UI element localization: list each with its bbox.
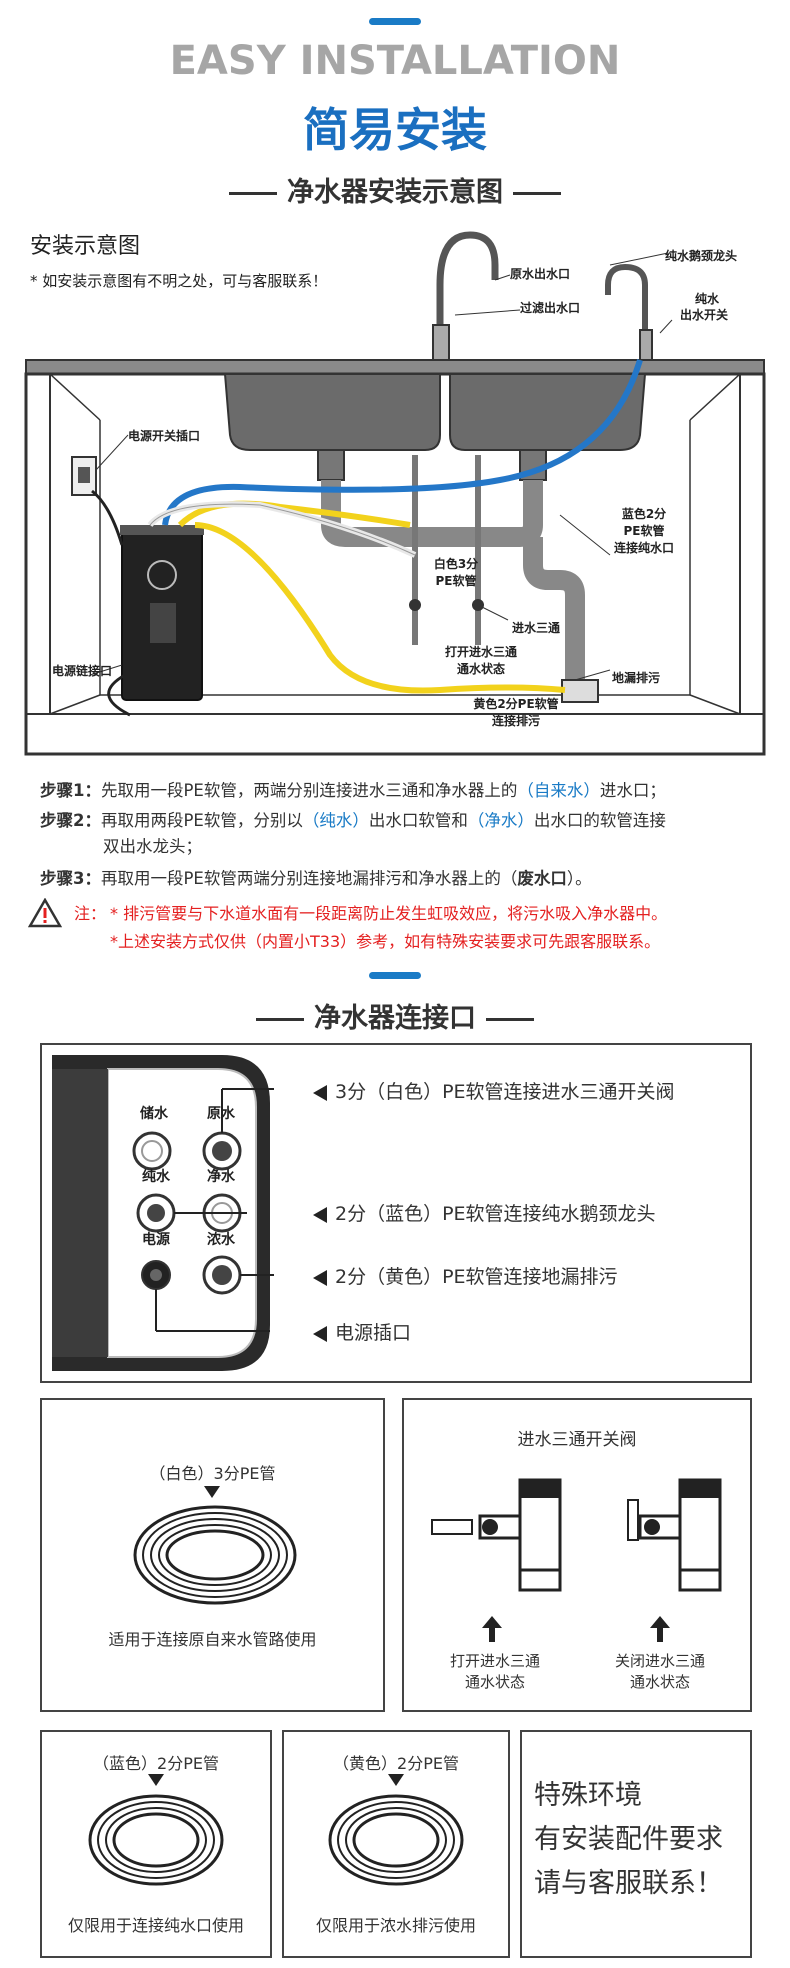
warning-line-1: * 排污管要与下水道水面有一段距离防止发生虹吸效应，将污水吸入净水器中。 (110, 900, 667, 928)
label-pure-switch-1: 纯水 (695, 290, 719, 307)
english-title: EASY INSTALLATION (0, 38, 790, 84)
arrow-up-icon (482, 1616, 502, 1642)
accent-bar-top (369, 18, 421, 25)
port-label-clean: 净水 (207, 1166, 235, 1186)
arrow-down-icon (204, 1486, 220, 1498)
arrow-left-icon (313, 1270, 327, 1286)
port-desc-yellow: 2分（黄色）PE软管连接地漏排污 (313, 1262, 618, 1289)
white-pipe-caption: 适用于连接原自来水管路使用 (40, 1626, 385, 1650)
accent-bar-middle (369, 972, 421, 979)
port-label-pure: 纯水 (142, 1166, 170, 1186)
valve-illustration (430, 1470, 730, 1600)
label-pure-switch-2: 出水开关 (680, 306, 728, 323)
label-open-tee: 打开进水三通通水状态 (436, 643, 526, 677)
label-power-port: 电源链接口 (52, 662, 112, 679)
section-title-ports: 净水器连接口 (0, 996, 790, 1035)
pipe-coil-white-icon (130, 1500, 300, 1610)
yellow-pipe-caption: 仅限用于浓水排污使用 (282, 1912, 510, 1936)
section-title-installation: 净水器安装示意图 (0, 170, 790, 209)
warning-line-2: *上述安装方式仅供（内置小T33）参考，如有特殊安装要求可先跟客服联系。 (110, 928, 660, 956)
special-text: 特殊环境 有安装配件要求 请与客服联系！ (534, 1774, 723, 1906)
label-power-socket: 电源开关插口 (128, 427, 200, 444)
arrow-left-icon (313, 1326, 327, 1342)
label-inlet-tee: 进水三通 (512, 619, 560, 636)
pipe-coil-yellow-icon (326, 1790, 466, 1890)
arrow-down-icon (148, 1774, 164, 1786)
blue-pipe-caption: 仅限用于连接纯水口使用 (40, 1912, 272, 1936)
arrow-up-icon (650, 1616, 670, 1642)
chinese-title: 简易安装 (0, 94, 790, 160)
valve-title: 进水三通开关阀 (402, 1425, 752, 1450)
blue-pipe-title: （蓝色）2分PE管 (40, 1750, 272, 1774)
port-desc-power: 电源插口 (313, 1318, 411, 1345)
warning-icon (28, 898, 62, 928)
label-filtered-outlet: 过滤出水口 (520, 299, 580, 316)
label-yellow-pipe: 黄色2分PE软管连接排污 (466, 695, 566, 729)
installation-diagram (0, 225, 790, 765)
port-desc-blue: 2分（蓝色）PE软管连接纯水鹅颈龙头 (313, 1199, 656, 1226)
white-pipe-title: （白色）3分PE管 (40, 1460, 385, 1484)
arrow-left-icon (313, 1207, 327, 1223)
step-3: 步骤3：再取用一段PE软管两端分别连接地漏排污和净水器上的（废水口）。 (40, 866, 592, 892)
step-2-line2: 双出水龙头； (103, 834, 202, 860)
yellow-pipe-title: （黄色）2分PE管 (282, 1750, 510, 1774)
port-desc-white: 3分（白色）PE软管连接进水三通开关阀 (313, 1077, 675, 1104)
port-label-raw: 原水 (207, 1103, 235, 1123)
label-pure-faucet: 纯水鹅颈龙头 (665, 247, 737, 264)
arrow-left-icon (313, 1085, 327, 1101)
label-floor-drain: 地漏排污 (612, 669, 660, 686)
port-label-power: 电源 (142, 1229, 170, 1249)
arrow-down-icon (388, 1774, 404, 1786)
warning-prefix: 注： (74, 900, 106, 928)
step-1: 步骤1：先取用一段PE软管，两端分别连接进水三通和净水器上的（自来水）进水口； (40, 778, 666, 804)
port-label-concentrate: 浓水 (207, 1229, 235, 1249)
pipe-coil-blue-icon (86, 1790, 226, 1890)
valve-close-label: 关闭进水三通通水状态 (595, 1650, 725, 1692)
step-2: 步骤2：再取用两段PE软管，分别以（纯水）出水口软管和（净水）出水口的软管连接 (40, 808, 666, 834)
valve-open-label: 打开进水三通通水状态 (430, 1650, 560, 1692)
label-raw-water-outlet: 原水出水口 (510, 265, 570, 282)
port-label-storage: 储水 (140, 1103, 168, 1123)
